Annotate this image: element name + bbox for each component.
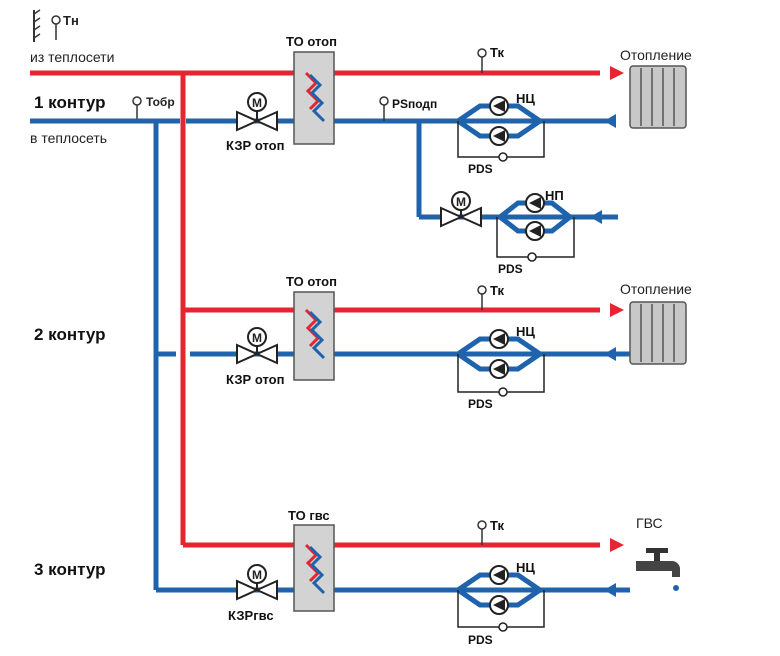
pds-3-label: PDS [468, 633, 493, 647]
pump-1-label: НЦ [516, 91, 535, 106]
consumer-3-label: ГВС [636, 515, 663, 531]
hx-3-label: ТО гвс [288, 508, 330, 523]
svg-text:M: M [456, 195, 466, 209]
valve-2-label: КЗР отоп [226, 372, 284, 387]
control-valve-icon: M [236, 564, 278, 601]
makeup-branch: M [440, 191, 575, 262]
makeup-pump-label: НП [545, 188, 564, 203]
t-k-1-label: Тк [490, 45, 504, 60]
hx-1-label: ТО отоп [286, 34, 337, 49]
valve-3-label: КЗРгвс [228, 608, 274, 623]
to-network-label: в теплосеть [30, 130, 107, 146]
pump-group [453, 96, 545, 162]
pump-group [453, 565, 545, 632]
svg-text:M: M [252, 96, 262, 110]
circuit-2-title: 2 контур [34, 325, 105, 344]
svg-text:M: M [252, 331, 262, 345]
pump-3-label: НЦ [516, 560, 535, 575]
pump-2-label: НЦ [516, 324, 535, 339]
control-valve-icon: M [236, 92, 278, 132]
control-valve-icon: M [236, 327, 278, 365]
t-obr-label: Тобр [146, 95, 175, 109]
circuit-1-title: 1 контур [34, 93, 105, 112]
hx-2-label: ТО отоп [286, 274, 337, 289]
circuit-3-title: 3 контур [34, 560, 105, 579]
circuit-3: M [236, 520, 545, 632]
circuit-2: M [236, 285, 545, 397]
valve-1-label: КЗР отоп [226, 138, 284, 153]
supply-arrows [610, 66, 624, 552]
circuit-1: M [236, 48, 545, 162]
svg-text:M: M [252, 568, 262, 582]
return-arrows [590, 114, 616, 597]
radiator-icon [629, 301, 687, 365]
pump-group [453, 329, 545, 397]
pds-2-label: PDS [468, 397, 493, 411]
makeup-pds-label: PDS [498, 262, 523, 276]
t-obr-sensor [132, 96, 142, 121]
outdoor-sensor-icon [33, 9, 61, 42]
pds-1-label: PDS [468, 162, 493, 176]
t-k-2-label: Тк [490, 283, 504, 298]
consumer-1-label: Отопление [620, 47, 692, 63]
consumer-2-label: Отопление [620, 281, 692, 297]
t-n-label: Тн [63, 13, 79, 28]
control-valve-icon: M [440, 191, 482, 228]
ps-podp-label: PSподп [392, 97, 437, 111]
t-k-3-label: Тк [490, 518, 504, 533]
from-network-label: из теплосети [30, 49, 114, 65]
tap-icon [636, 548, 680, 591]
radiator-icon [629, 65, 687, 129]
